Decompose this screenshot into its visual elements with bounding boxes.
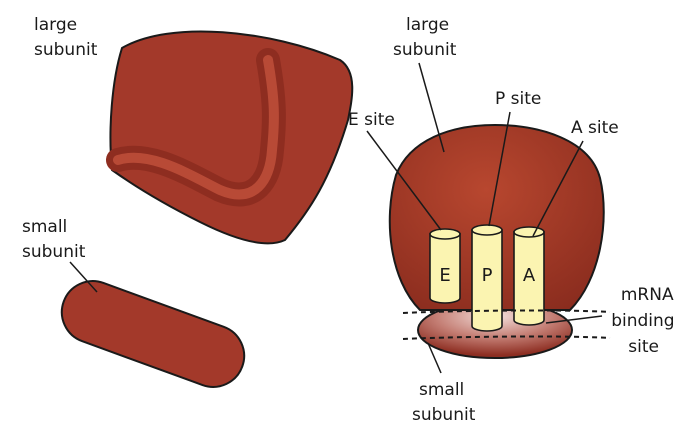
p-site: P <box>472 225 502 331</box>
p-site-label: P site <box>495 89 541 109</box>
left-large-subunit <box>110 31 352 243</box>
left-small-subunit-label: small subunit <box>22 217 86 262</box>
left-large-subunit-label: large subunit <box>34 15 98 60</box>
e-site-top <box>430 229 460 239</box>
p-site-top <box>472 225 502 235</box>
right-small-subunit-label: small subunit <box>412 380 476 425</box>
e-site-letter: E <box>439 265 450 286</box>
p-site-letter: P <box>482 265 493 286</box>
right-large-subunit-label: large subunit <box>393 15 457 60</box>
left-large-subunit-body <box>110 31 352 243</box>
e-site: E <box>430 229 460 303</box>
a-site-top <box>514 227 544 237</box>
mrna-binding-site-label: mRNA binding site <box>611 285 680 357</box>
a-site-letter: A <box>523 265 536 286</box>
left-small-subunit <box>53 272 253 395</box>
a-site-label: A site <box>571 118 619 138</box>
e-site-label: E site <box>348 110 395 130</box>
left-small-subunit-body <box>53 272 253 395</box>
